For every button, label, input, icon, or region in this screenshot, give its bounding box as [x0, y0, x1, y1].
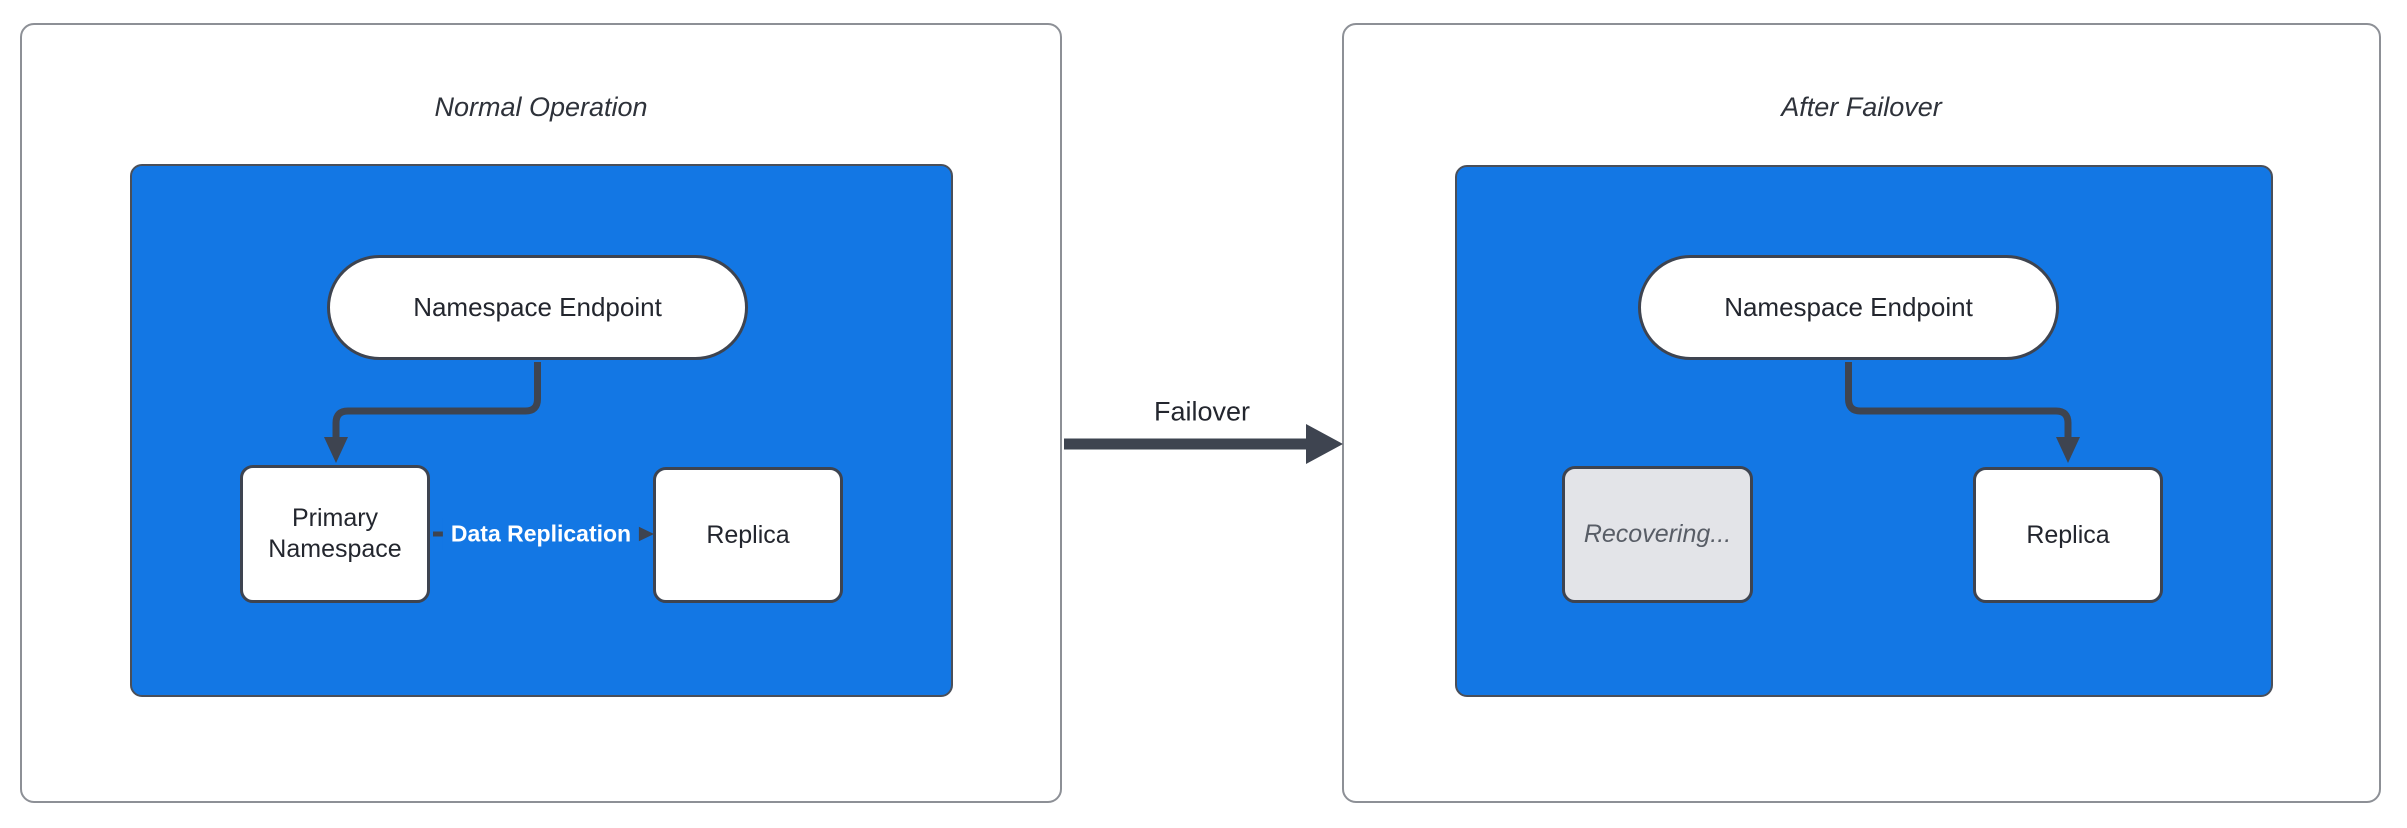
panel-title-normal-operation: Normal Operation	[434, 92, 648, 122]
namespace-container-normal	[130, 164, 953, 697]
node-replica-failover-label: Replica	[2026, 520, 2110, 549]
node-replica-normal: Replica	[653, 467, 843, 603]
edge-label-failover: Failover	[1147, 396, 1257, 428]
node-primary-namespace: Primary Namespace	[240, 465, 430, 603]
node-replica-failover: Replica	[1973, 467, 2163, 603]
node-namespace-endpoint-failover: Namespace Endpoint	[1638, 255, 2059, 360]
node-recovering-label: Recovering...	[1583, 520, 1732, 548]
node-recovering: Recovering...	[1562, 466, 1753, 603]
edge-label-data-replication: Data Replication	[442, 517, 640, 551]
node-namespace-endpoint-failover-label: Namespace Endpoint	[1724, 292, 1973, 322]
edge-failover-arrow	[1064, 424, 1343, 464]
namespace-container-failover	[1455, 165, 2273, 697]
node-namespace-endpoint-normal: Namespace Endpoint	[327, 255, 748, 360]
node-primary-namespace-label: Primary Namespace	[268, 504, 402, 563]
panel-title-after-failover: After Failover	[1781, 92, 1942, 122]
node-namespace-endpoint-normal-label: Namespace Endpoint	[413, 292, 662, 322]
node-replica-normal-label: Replica	[706, 520, 790, 549]
